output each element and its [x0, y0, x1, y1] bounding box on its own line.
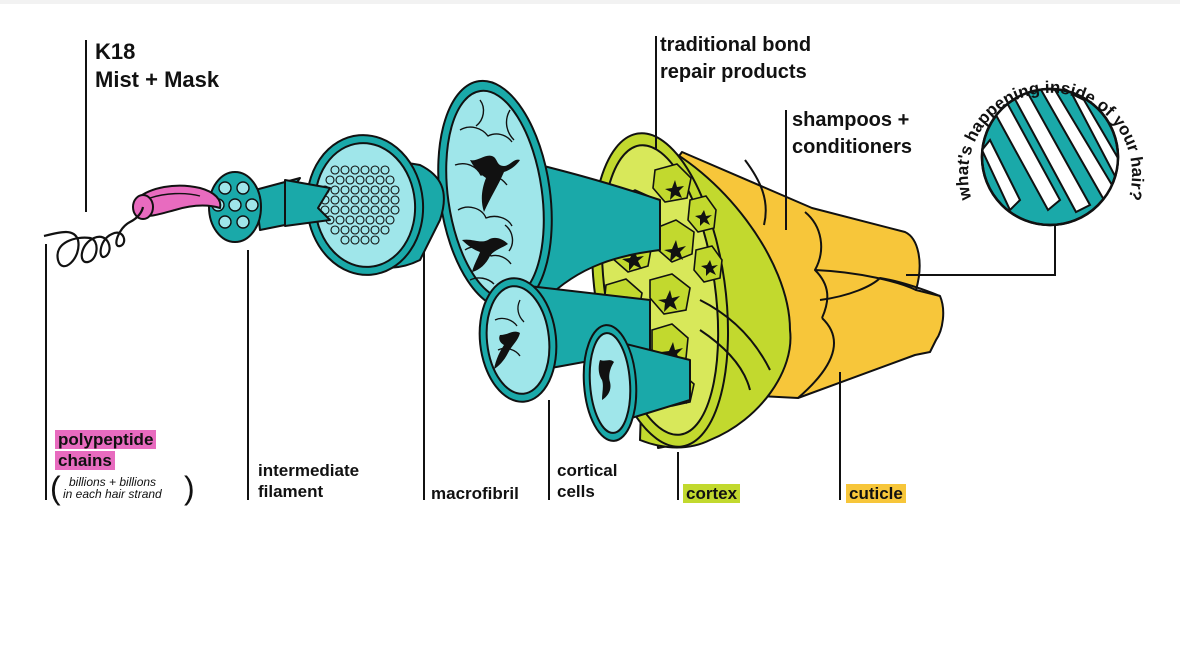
polypeptide-line2: chains [55, 451, 115, 470]
coil-strand-icon [43, 206, 145, 268]
cortical-line2: cells [557, 482, 595, 501]
intermediate-filament-icon [208, 171, 331, 243]
cortical-cells-label: cortical cells [557, 460, 617, 502]
traditional-bond-label: traditional bond repair products [660, 32, 811, 86]
intermediate-filament-label: intermediate filament [258, 460, 359, 502]
product-label-line2: Mist + Mask [95, 67, 220, 92]
close-paren: ) [184, 470, 195, 506]
cortical-line1: cortical [557, 461, 618, 480]
zoom-circle-icon [980, 87, 1120, 227]
product-label: K18 Mist + Mask [95, 38, 219, 94]
intermediate-line2: filament [258, 482, 324, 501]
polypeptide-label: polypeptide chains [55, 429, 157, 471]
filament-funnel-icon [305, 134, 445, 276]
macrofibril-label: macrofibril [431, 484, 519, 503]
cuticle-label: cuticle [846, 483, 906, 504]
small-cell-funnel-icon [582, 324, 691, 442]
macrofibril-funnel-icon [437, 79, 661, 311]
billions-note: billions + billions in each hair strand [63, 476, 162, 500]
traditional-bond-line2: repair products [660, 61, 807, 83]
cuticle-label-text: cuticle [846, 484, 906, 503]
cortex-label: cortex [683, 483, 741, 504]
shampoos-line1: shampoos + [792, 109, 910, 131]
leader-lines [45, 36, 1056, 500]
top-border [0, 0, 1180, 4]
intermediate-line1: intermediate [258, 461, 360, 480]
traditional-bond-line1: traditional bond [660, 34, 812, 56]
polypeptide-chain-icon [132, 184, 222, 220]
product-label-line1: K18 [95, 39, 136, 64]
shampoos-label: shampoos + conditioners [792, 107, 912, 161]
polypeptide-line1: polypeptide [55, 430, 157, 449]
cortex-label-text: cortex [683, 484, 741, 503]
shampoos-line2: conditioners [792, 136, 913, 158]
billions-line1: billions + billions [69, 475, 157, 489]
open-paren: ( [50, 470, 61, 506]
billions-line2: in each hair strand [63, 487, 162, 501]
